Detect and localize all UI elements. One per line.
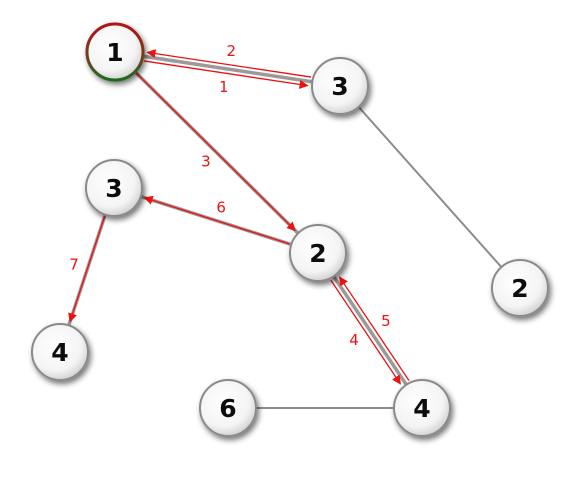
node-circle	[85, 159, 143, 217]
node-label: 3	[331, 72, 348, 101]
node-n4l[interactable]: 4	[31, 323, 89, 381]
node-n2c[interactable]: 2	[289, 224, 347, 282]
node-circle	[31, 323, 89, 381]
edge-n2c-n4b	[316, 251, 424, 410]
node-n2r[interactable]: 2	[491, 259, 549, 317]
node-label: 1	[106, 38, 123, 67]
node-n6[interactable]: 6	[199, 379, 257, 437]
step-arrow-3	[135, 72, 296, 232]
node-n3b[interactable]: 3	[85, 159, 143, 217]
node-label: 3	[105, 174, 122, 203]
node-n4b[interactable]: 4	[393, 379, 451, 437]
step-label-1: 1	[219, 78, 229, 96]
step-arrow-2	[146, 49, 312, 78]
node-label: 2	[511, 274, 528, 303]
step-label-5: 5	[381, 312, 391, 330]
step-arrow-1	[143, 60, 309, 89]
step-label-7: 7	[69, 256, 79, 274]
node-label: 4	[51, 338, 68, 367]
node-circle	[199, 379, 257, 437]
node-circle	[289, 224, 347, 282]
node-label: 2	[309, 239, 326, 268]
node-circle	[85, 22, 145, 82]
node-label: 6	[219, 394, 236, 423]
step-label-3: 3	[201, 153, 211, 171]
node-label: 4	[413, 394, 430, 423]
step-label-6: 6	[216, 198, 226, 216]
node-n1[interactable]: 1	[85, 22, 145, 82]
step-label-2: 2	[226, 42, 236, 60]
step-arrow-7	[68, 216, 106, 323]
step-arrow-4	[330, 280, 401, 385]
node-n3a[interactable]: 3	[311, 57, 369, 115]
node-circle	[491, 259, 549, 317]
node-circle	[311, 57, 369, 115]
edge-n3a-n2r	[339, 85, 521, 289]
step-arrow-6	[143, 195, 290, 245]
step-label-4: 4	[349, 331, 359, 349]
step-arrow-5	[339, 276, 410, 381]
node-circle	[393, 379, 451, 437]
